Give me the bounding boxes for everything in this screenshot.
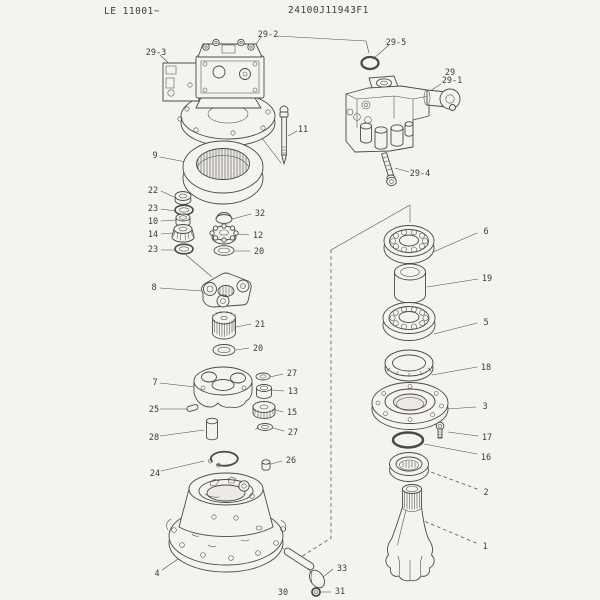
motor-cover-bolts [202, 38, 255, 54]
callout-labels: 29-3 29-2 29-5 29 29-1 11 29-4 9 22 23 1… [146, 30, 492, 598]
valve-assembly [345, 55, 461, 187]
carrier-plate-8 [201, 272, 252, 308]
washer-27-upper [255, 372, 271, 381]
callout-23-b: 23 [148, 245, 158, 255]
planet-gear-stack [209, 212, 239, 256]
callout-25: 25 [149, 405, 159, 415]
ring-gear-teeth [196, 148, 250, 180]
callout-6: 6 [483, 227, 488, 237]
callout-27-b: 27 [288, 428, 298, 438]
seal-ring-18 [384, 349, 434, 382]
callout-29-3: 29-3 [146, 48, 166, 58]
washer-20-lower [212, 344, 236, 356]
flange-plate-3 [371, 382, 449, 430]
callout-4: 4 [154, 569, 159, 579]
callout-2: 2 [483, 488, 488, 498]
callout-27-a: 27 [287, 369, 297, 379]
bolt-29-4 [381, 152, 397, 187]
bushing-13 [256, 384, 272, 399]
callout-8: 8 [151, 283, 156, 293]
shaft-small-parts-stack [171, 191, 195, 255]
bolt-11 [279, 105, 289, 165]
main-housing-4 [166, 472, 287, 573]
o-ring-16 [391, 431, 425, 449]
bearing-cone-14 [171, 224, 195, 243]
callout-31: 31 [335, 587, 345, 597]
callout-33: 33 [337, 564, 347, 574]
spacer-10 [175, 213, 191, 227]
cap-33 [309, 569, 325, 589]
housing-flange-bolt-holes [171, 526, 286, 561]
planet-gear-12 [209, 223, 239, 245]
callout-5: 5 [483, 318, 488, 328]
callout-24: 24 [150, 469, 160, 479]
callout-28: 28 [149, 433, 159, 443]
callout-14: 14 [148, 230, 158, 240]
washer-20-upper [213, 245, 235, 256]
callout-3: 3 [482, 402, 487, 412]
callout-7: 7 [152, 378, 157, 388]
drive-shaft-1 [385, 484, 435, 582]
motor-flange-bolt-holes [177, 99, 271, 136]
callout-29-1: 29-1 [442, 76, 462, 86]
callout-19: 19 [482, 274, 492, 284]
leader-lines [159, 36, 479, 593]
pin-25 [186, 404, 199, 412]
callout-29: 29 [445, 68, 455, 78]
ring-23-upper [174, 204, 194, 216]
housing-internal-parts [204, 476, 255, 499]
washer-27-lower [255, 423, 273, 431]
valve-port-cylinders [360, 121, 414, 150]
callout-17: 17 [482, 433, 492, 443]
o-ring-29-5 [360, 55, 380, 71]
callout-26: 26 [286, 456, 296, 466]
bearing-6 [383, 225, 435, 264]
callout-10: 10 [148, 217, 158, 227]
callout-30: 30 [278, 588, 288, 598]
bolt-17 [435, 421, 445, 439]
callout-1: 1 [482, 542, 487, 552]
carrier-housing-7 [193, 366, 253, 409]
callout-16: 16 [481, 453, 491, 463]
callout-22: 22 [148, 186, 158, 196]
ring-gear-9 [182, 140, 264, 205]
swing-motor-assembly [162, 38, 276, 147]
callout-20-b: 20 [253, 344, 263, 354]
serial-range-label: LE 11001~ [104, 6, 160, 17]
gear-15 [252, 401, 276, 419]
callout-29-5: 29-5 [386, 38, 406, 48]
bearing-6-balls [390, 229, 428, 253]
ring-23-lower [174, 243, 194, 255]
sun-gear-21 [211, 311, 237, 340]
callout-32: 32 [255, 209, 265, 219]
callout-23-a: 23 [148, 204, 158, 214]
callout-29-2: 29-2 [258, 30, 278, 40]
plug-26 [261, 459, 271, 471]
callout-11: 11 [298, 125, 308, 135]
valve-side-cylinder-29-1 [423, 88, 461, 111]
callout-12: 12 [253, 231, 263, 241]
callout-18: 18 [481, 363, 491, 373]
pin-28 [206, 417, 218, 441]
snap-ring-24 [208, 450, 239, 468]
callout-29-4: 29-4 [410, 169, 430, 179]
callout-13: 13 [288, 387, 298, 397]
callout-21: 21 [255, 320, 265, 330]
plug-32 [215, 212, 233, 224]
bearing-5 [382, 302, 436, 341]
oil-seal-2 [389, 452, 429, 482]
callout-9: 9 [152, 151, 157, 161]
callout-20-a: 20 [254, 247, 264, 257]
o-ring-31 [311, 587, 321, 597]
flange-3-bolt-holes [375, 384, 444, 422]
drawing-number-title: 24100J11943F1 [288, 5, 369, 16]
side-small-parts [252, 372, 276, 431]
sleeve-19 [394, 263, 426, 304]
callout-15: 15 [287, 408, 297, 418]
